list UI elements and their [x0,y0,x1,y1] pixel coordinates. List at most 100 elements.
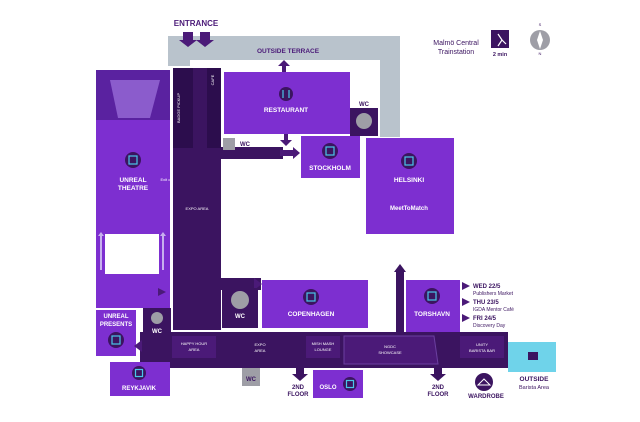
second-floor-1-line1: 2ND [292,385,305,391]
torshavn-label: TORSHAVN [414,311,450,318]
second-floor-arrow-1 [292,366,308,381]
unreal-presents-icon [108,332,124,348]
copenhagen-arrow [254,278,262,290]
schedule-arrows [462,282,470,322]
mish-mash-label-1: MISH MASH [312,341,335,346]
happy-hour-label-2: AREA [189,347,200,352]
schedule-event-2: IGDA Mentor Café [473,307,514,313]
unity-label-2: BARISTA BAR [469,348,495,353]
torshavn-up-arrow [394,264,406,272]
barista-area-label: Barista Area [519,385,550,391]
theatre-icon [125,152,141,168]
badge-pickup-label: BADGE PICKUP [176,93,181,123]
second-floor-2-line1: 2ND [432,385,445,391]
wardrobe-icon [475,373,493,391]
second-floor-2-line2: FLOOR [428,392,450,398]
wc-room-1[interactable] [223,138,235,150]
wc-room-5[interactable] [242,368,260,386]
unity-barista-bar[interactable] [460,336,504,358]
wc-icon-4 [151,312,163,324]
theatre-label-1: UNREAL [119,177,146,184]
oslo-icon [343,377,357,391]
reykjavik-label: REYKJAVIK [122,386,157,392]
expo-area-label: EXPO AREA [186,206,209,211]
cafe[interactable] [207,68,221,148]
restaurant-icon [279,87,293,101]
ngdc-label-1: NGDC [384,344,396,349]
transit-line1: Malmö Central [433,40,479,47]
reykjavik-icon [132,366,146,380]
restaurant-room[interactable] [224,72,350,134]
restaurant-label: RESTAURANT [264,107,308,114]
second-floor-1-line2: FLOOR [288,392,310,398]
compass-north: N [539,51,542,56]
wardrobe-label: WARDROBE [468,394,504,400]
unreal-presents-label-1: UNREAL [104,314,129,320]
helsinki-room[interactable] [366,138,454,234]
outside-terrace-label: OUTSIDE TERRACE [257,48,320,55]
badge-pickup[interactable] [173,68,193,148]
corridor-to-stockholm [221,147,283,159]
expo-area-2-label-2: AREA [255,348,266,353]
wc-label-5: WC [246,377,257,383]
torshavn-connector [396,272,404,332]
compass-needle [537,31,543,49]
oslo-label: OSLO [319,385,336,391]
wc-label-4: WC [152,329,163,335]
exit-only-label: Exit only [160,177,175,182]
happy-hour-area[interactable] [172,336,216,358]
meettomatch-label: MeetToMatch [390,206,428,212]
entrance-arrows [179,32,214,47]
cafe-label: CAFE [210,74,215,85]
stockholm-icon [322,143,338,159]
copenhagen-room[interactable] [262,280,368,328]
unity-label-1: UNITY [476,342,488,347]
unreal-presents-label-2: PRESENTS [100,322,132,328]
restaurant-arrow [280,134,292,146]
walker-icon [497,33,507,47]
ngdc-showcase[interactable] [343,335,439,365]
schedule-event-1: Publishers Market [473,291,514,297]
theatre-screen-arrow-2 [160,232,166,270]
torshavn-room[interactable] [406,280,460,332]
theatre-screen [105,234,159,274]
theatre-screen-arrow [98,232,104,270]
wc-label-2: WC [359,102,370,108]
outside-terrace-path [168,36,400,137]
ngdc-label-2: SHOWCASE [378,350,402,355]
schedule-day-2: THU 23/5 [473,300,499,306]
copenhagen-label: COPENHAGEN [288,311,335,318]
schedule-day-1: WED 22/5 [473,284,501,290]
helsinki-icon [401,153,417,169]
theatre-label-2: THEATRE [118,185,149,192]
mish-mash-label-2: LOUNGE [315,347,332,352]
wc-label-1: WC [240,142,251,148]
torshavn-icon [424,288,440,304]
helsinki-label: HELSINKI [394,177,425,184]
second-floor-arrow-2 [430,366,446,381]
walk-time: 2 min [493,52,508,58]
outside-label: OUTSIDE [520,376,550,383]
compass-south: S [539,22,542,27]
wc-icon-2 [356,113,372,129]
copenhagen-icon [303,289,319,305]
coffee-icon [528,352,538,360]
stockholm-arrow [280,147,300,159]
stockholm-label: STOCKHOLM [309,165,351,172]
wc-icon-3 [231,291,249,309]
entrance-label: ENTRANCE [174,19,219,28]
happy-hour-label-1: HAPPY HOUR [181,341,207,346]
wc-label-3: WC [235,314,246,320]
walk-icon [491,30,509,48]
mish-mash-lounge[interactable] [306,336,340,358]
presents-arrow [158,288,166,296]
terrace-arrow [278,60,290,72]
schedule-day-3: FRI 24/5 [473,316,497,322]
corridor-to-copenhagen [221,278,261,290]
transit-line2: Trainstation [438,49,474,56]
schedule-event-3: Discovery Day [473,323,506,329]
expo-area-2-label-1: EXPO [254,342,265,347]
stage-lights [110,80,160,118]
bottom-left-arrow [134,340,142,352]
